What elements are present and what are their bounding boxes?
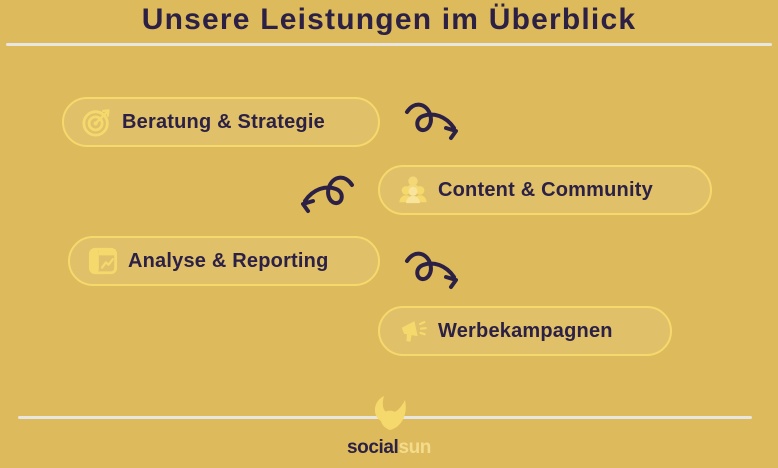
brand-wordmark: socialsun [347, 438, 431, 458]
brand-word-primary: social [346, 437, 399, 458]
service-pill-label: Beratung & Strategie [122, 111, 325, 133]
megaphone-icon [398, 316, 428, 346]
target-arrow-icon [82, 107, 112, 137]
service-pill-analyse-reporting[interactable]: Analyse & Reporting [68, 236, 380, 286]
page-title: Unsere Leistungen im Überblick [141, 3, 637, 36]
brand-logo: socialsun [339, 394, 439, 462]
service-pill-label: Werbekampagnen [438, 320, 613, 342]
curly-arrow-left-icon [289, 171, 355, 219]
service-pill-beratung-strategie[interactable]: Beratung & Strategie [62, 97, 380, 147]
curly-arrow-right-icon [404, 247, 470, 295]
service-pill-label: Analyse & Reporting [128, 250, 329, 272]
brand-word-secondary: sun [398, 437, 432, 458]
service-pill-label: Content & Community [438, 179, 653, 201]
report-chart-icon [88, 246, 118, 276]
sun-swirl-icon [363, 394, 415, 434]
people-group-icon [398, 175, 428, 205]
curly-arrow-right-icon [404, 98, 470, 146]
service-pill-content-community[interactable]: Content & Community [378, 165, 712, 215]
divider-top [6, 43, 772, 46]
service-pill-werbekampagnen[interactable]: Werbekampagnen [378, 306, 672, 356]
